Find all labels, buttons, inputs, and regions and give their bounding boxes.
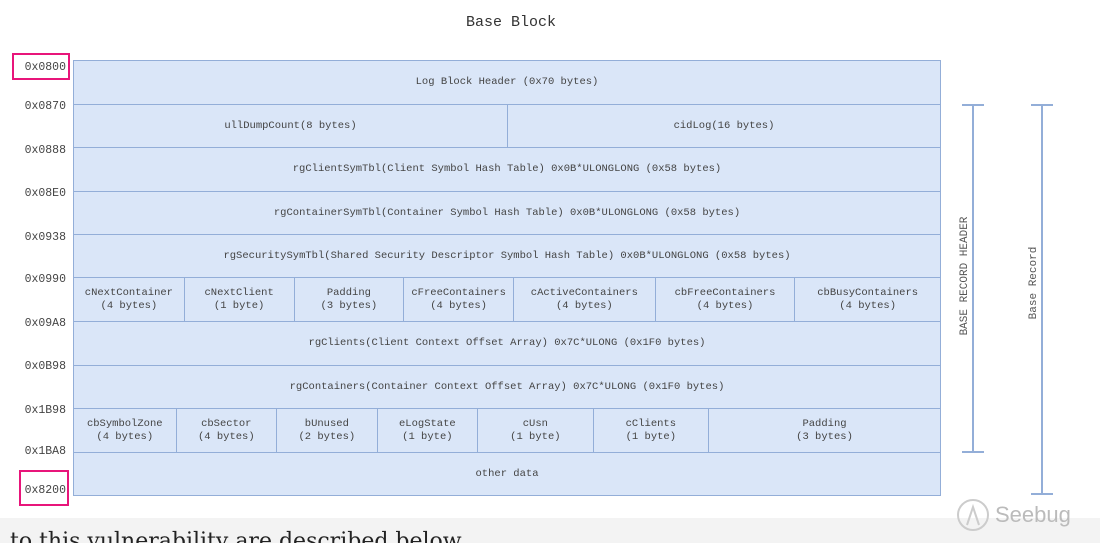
field-cell: cNextClient (1 byte): [183, 278, 294, 321]
memory-row: ullDumpCount(8 bytes) cidLog(16 bytes): [73, 104, 941, 147]
memory-row: rgClientSymTbl(Client Symbol Hash Table)…: [73, 147, 941, 191]
address-label: 0x0B98: [24, 360, 66, 373]
bracket-tick: [1031, 104, 1053, 106]
field-cell: rgClientSymTbl(Client Symbol Hash Table)…: [292, 163, 722, 175]
field-cell: cbBusyContainers (4 bytes): [794, 278, 940, 321]
seebug-watermark: Seebug: [955, 497, 1071, 533]
field-cell: Padding (3 bytes): [293, 278, 404, 321]
field-cell: cbFreeContainers (4 bytes): [654, 278, 795, 321]
base-record-header-label: BASE RECORD HEADER: [959, 216, 971, 336]
watermark-text: Seebug: [995, 502, 1071, 527]
field-cell: cUsn (1 byte): [477, 409, 592, 452]
field-cell: cClients (1 byte): [592, 409, 708, 452]
seebug-logo-icon: [957, 499, 989, 531]
page-footer: to this vulnerability are described belo…: [0, 518, 1100, 543]
field-cell: bUnused (2 bytes): [276, 409, 377, 452]
field-cell: cActiveContainers (4 bytes): [513, 278, 655, 321]
footer-text: to this vulnerability are described belo…: [10, 529, 467, 543]
memory-row: Log Block Header (0x70 bytes): [73, 60, 941, 104]
memory-row: cbSymbolZone (4 bytes) cbSector (4 bytes)…: [73, 408, 941, 452]
memory-row: other data: [73, 452, 941, 496]
memory-row: cNextContainer (4 bytes) cNextClient (1 b…: [73, 277, 941, 321]
field-cell: rgContainers(Container Context Offset Ar…: [289, 380, 725, 393]
bracket-tick: [962, 451, 984, 453]
field-cell: rgSecuritySymTbl(Shared Security Descrip…: [223, 249, 791, 262]
bracket-tick: [962, 104, 984, 106]
memory-row: rgSecuritySymTbl(Shared Security Descrip…: [73, 234, 941, 277]
address-label: 0x08E0: [24, 187, 66, 200]
field-cell: cbSymbolZone (4 bytes): [86, 417, 163, 443]
field-cell: cidLog(16 bytes): [507, 105, 940, 147]
base-record-label: Base Record: [1028, 246, 1040, 320]
field-cell: cFreeContainers (4 bytes): [403, 278, 513, 321]
address-label: 0x8200: [24, 484, 66, 497]
field-cell: cNextContainer (4 bytes): [84, 286, 173, 312]
memory-row: rgContainerSymTbl(Container Symbol Hash …: [73, 191, 941, 234]
address-label: 0x0888: [24, 144, 66, 157]
address-label: 0x1B98: [24, 404, 66, 417]
highlight-box-start: [12, 53, 70, 80]
field-cell: eLogState (1 byte): [376, 409, 478, 452]
highlight-box-end: [19, 470, 69, 506]
diagram-title: Base Block: [465, 14, 556, 31]
address-label: 0x0938: [24, 231, 66, 244]
base-record-header-bracket: [972, 104, 974, 452]
address-label: 0x0800: [24, 61, 66, 74]
field-cell: other data: [475, 467, 539, 480]
address-label: 0x1BA8: [24, 445, 66, 458]
field-cell: rgClients(Client Context Offset Array) 0…: [308, 337, 706, 349]
address-label: 0x09A8: [24, 317, 66, 330]
bracket-tick: [1031, 493, 1053, 495]
field-cell: Padding (3 bytes): [708, 409, 940, 452]
field-cell: cbSector (4 bytes): [175, 409, 277, 452]
field-cell: ullDumpCount(8 bytes): [224, 119, 357, 132]
base-record-bracket: [1041, 104, 1043, 494]
field-cell: rgContainerSymTbl(Container Symbol Hash …: [273, 206, 741, 219]
memory-row: rgClients(Client Context Offset Array) 0…: [73, 321, 941, 365]
address-label: 0x0990: [24, 273, 66, 286]
field-cell: Log Block Header (0x70 bytes): [415, 76, 599, 88]
address-label: 0x0870: [24, 100, 66, 113]
memory-row: rgContainers(Container Context Offset Ar…: [73, 365, 941, 408]
